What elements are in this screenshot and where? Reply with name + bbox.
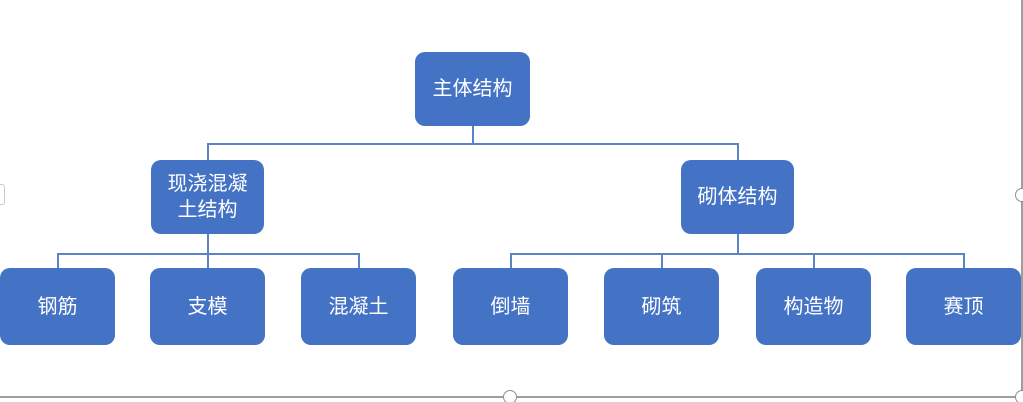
resize-handle-left-middle[interactable] bbox=[0, 184, 5, 205]
connector-leaf-rebar bbox=[57, 253, 59, 268]
connector-leaf-capping bbox=[963, 253, 965, 268]
node-capping[interactable]: 赛顶 bbox=[906, 268, 1021, 345]
resize-handle-bottom-center[interactable] bbox=[503, 390, 517, 402]
connector-branch0-feed bbox=[207, 143, 209, 160]
connector-leaf-structures bbox=[813, 253, 815, 268]
node-rebar[interactable]: 钢筋 bbox=[0, 268, 115, 345]
connector-branch1-drop bbox=[737, 234, 739, 254]
node-cast-in-place-concrete[interactable]: 现浇混凝 土结构 bbox=[151, 160, 264, 234]
node-structure-objects[interactable]: 构造物 bbox=[756, 268, 871, 345]
connector-branch1-feed bbox=[737, 143, 739, 160]
connector-branch0-drop bbox=[207, 234, 209, 254]
connector-leaf-formwork bbox=[207, 253, 209, 268]
node-main-structure[interactable]: 主体结构 bbox=[415, 52, 530, 126]
node-masonry-work[interactable]: 砌筑 bbox=[604, 268, 719, 345]
connector-leaf-wall bbox=[510, 253, 512, 268]
node-masonry-structure[interactable]: 砌体结构 bbox=[681, 160, 794, 234]
connector-leaf-concrete bbox=[358, 253, 360, 268]
node-wall[interactable]: 倒墙 bbox=[453, 268, 568, 345]
connector-branch1-rail bbox=[510, 253, 964, 255]
node-formwork[interactable]: 支模 bbox=[150, 268, 265, 345]
connector-level1-rail bbox=[207, 143, 738, 145]
resize-handle-right-middle[interactable] bbox=[1015, 188, 1023, 202]
connector-leaf-masonry bbox=[661, 253, 663, 268]
connector-root-drop bbox=[472, 126, 474, 144]
resize-handle-bottom-right[interactable] bbox=[1015, 390, 1023, 402]
node-concrete[interactable]: 混凝土 bbox=[301, 268, 416, 345]
